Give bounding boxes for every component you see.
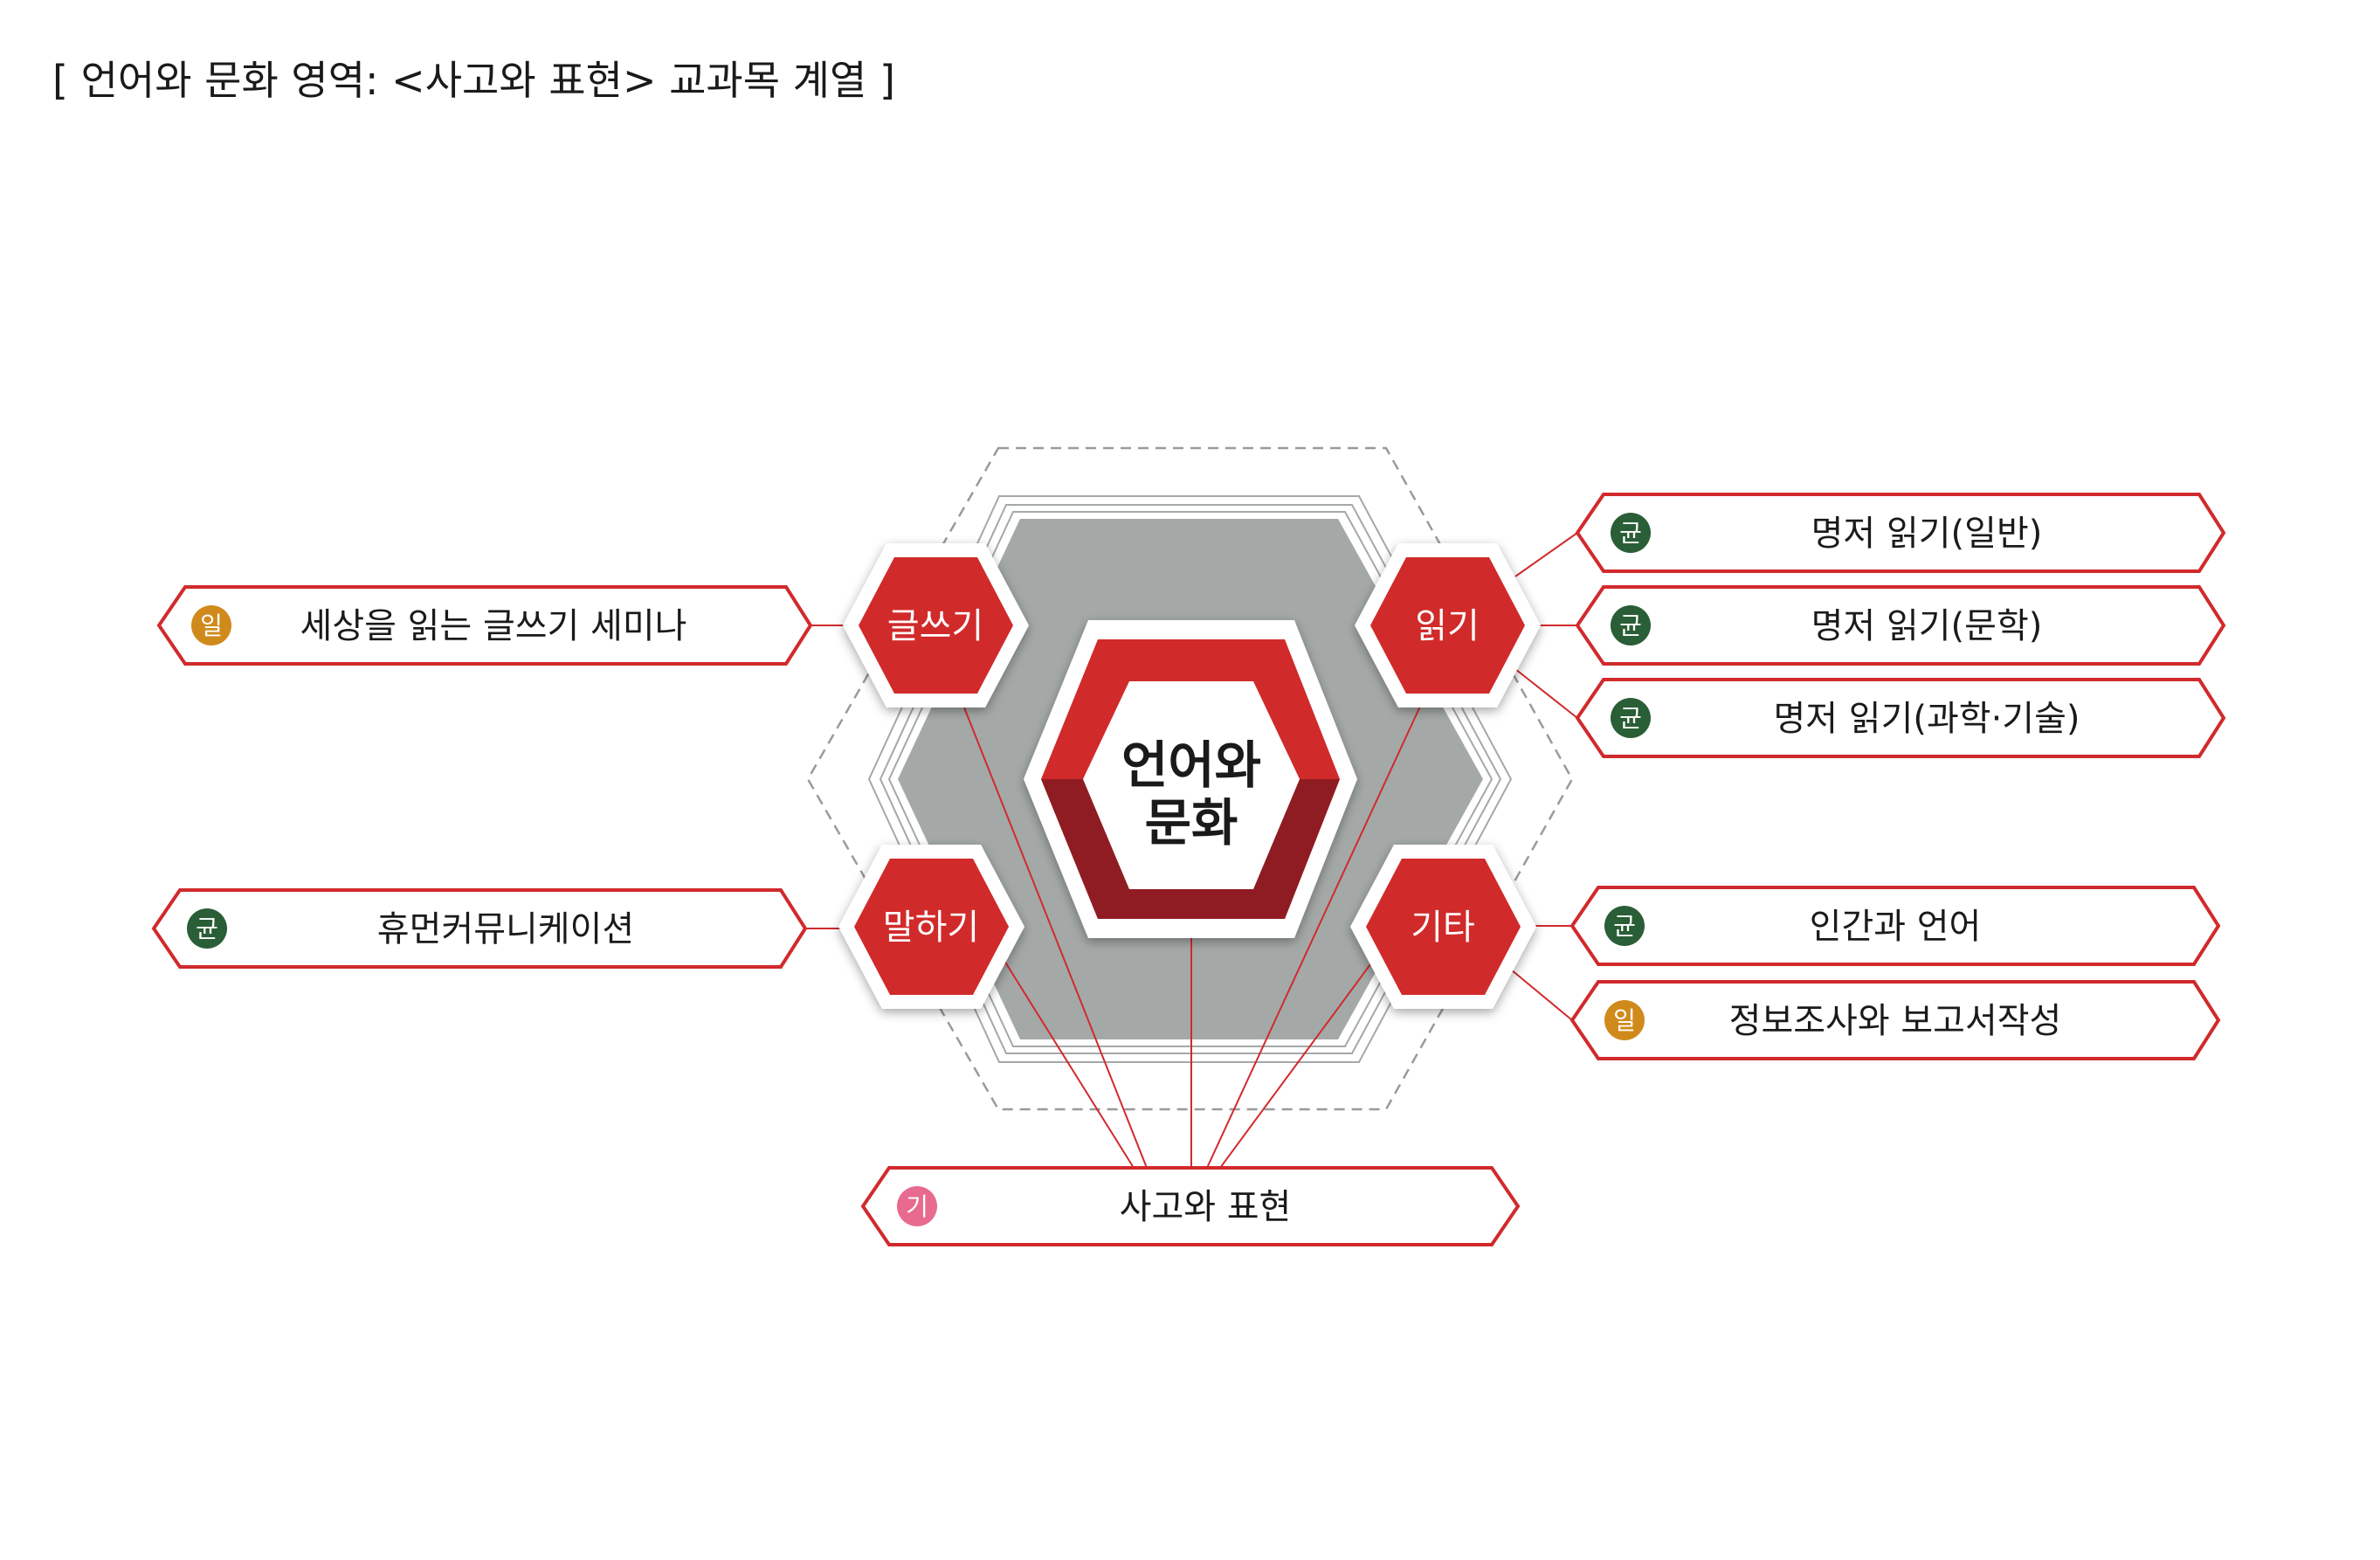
course-label-info-research: 정보조사와 보고서작성 xyxy=(1729,1001,2062,1041)
area-label-reading: 읽기 xyxy=(1415,606,1480,646)
course-label-human-language: 인간과 언어 xyxy=(1810,907,1982,947)
balanced-badge-icon xyxy=(1611,513,1651,553)
svg-text:균: 균 xyxy=(1613,912,1636,941)
area-hexagon-speaking[interactable] xyxy=(838,845,1024,1009)
balanced-badge-icon xyxy=(1611,698,1651,738)
general-badge-icon xyxy=(191,605,231,645)
course-pill-classics-science[interactable]: 균 명저 읽기(과학·기술) xyxy=(1575,678,2226,758)
balanced-badge-icon xyxy=(1611,605,1651,645)
center-label-line1: 언어와 xyxy=(1121,735,1261,795)
balanced-badge-icon xyxy=(1604,906,1645,946)
basic-badge-icon xyxy=(897,1186,937,1226)
course-pill-thinking-expression[interactable]: 기 사고와 표현 xyxy=(860,1166,1521,1246)
area-label-other: 기타 xyxy=(1411,908,1475,948)
area-label-writing: 글쓰기 xyxy=(887,606,983,646)
course-label-classics-literature: 명저 읽기(문학) xyxy=(1811,606,2043,646)
svg-text:일: 일 xyxy=(200,611,223,640)
course-pill-info-research[interactable]: 일 정보조사와 보고서작성 xyxy=(1569,980,2221,1060)
area-hexagon-writing[interactable] xyxy=(843,543,1029,708)
course-pill-human-communication[interactable]: 균 휴먼커뮤니케이션 xyxy=(151,888,808,969)
svg-text:균: 균 xyxy=(1619,519,1642,548)
area-label-speaking: 말하기 xyxy=(883,908,979,948)
svg-text:기: 기 xyxy=(906,1192,928,1221)
connector-lines xyxy=(805,532,1578,1169)
course-pill-classics-literature[interactable]: 균 명저 읽기(문학) xyxy=(1575,585,2226,666)
svg-text:균: 균 xyxy=(196,915,218,943)
balanced-badge-icon xyxy=(187,908,227,949)
outer-dashed-hexagon xyxy=(806,446,1574,1111)
gray-hexagon-rings xyxy=(867,495,1513,1063)
svg-text:균: 균 xyxy=(1619,611,1642,640)
general-badge-icon xyxy=(1604,1000,1645,1040)
center-label-line2: 문화 xyxy=(1145,793,1238,852)
area-hexagon-other[interactable] xyxy=(1350,845,1536,1009)
course-label-seminar: 세상을 읽는 글쓰기 세미나 xyxy=(300,606,687,646)
course-pill-human-language[interactable]: 균 인간과 언어 xyxy=(1569,886,2221,966)
course-label-classics-general: 명저 읽기(일반) xyxy=(1811,514,2043,554)
page-title: [ 언어와 문화 영역: <사고와 표현> 교과목 계열 ] xyxy=(52,57,895,104)
course-pill-seminar[interactable]: 일 세상을 읽는 글쓰기 세미나 xyxy=(156,585,813,666)
svg-text:일: 일 xyxy=(1613,1006,1636,1035)
svg-text:균: 균 xyxy=(1619,704,1642,733)
area-hexagon-reading[interactable] xyxy=(1355,543,1541,708)
course-pill-classics-general[interactable]: 균 명저 읽기(일반) xyxy=(1575,493,2226,573)
course-label-classics-science: 명저 읽기(과학·기술) xyxy=(1773,699,2080,739)
course-label-thinking-expression: 사고와 표현 xyxy=(1120,1187,1292,1227)
center-hexagon xyxy=(1024,620,1357,938)
course-label-human-communication: 휴먼커뮤니케이션 xyxy=(377,909,634,949)
